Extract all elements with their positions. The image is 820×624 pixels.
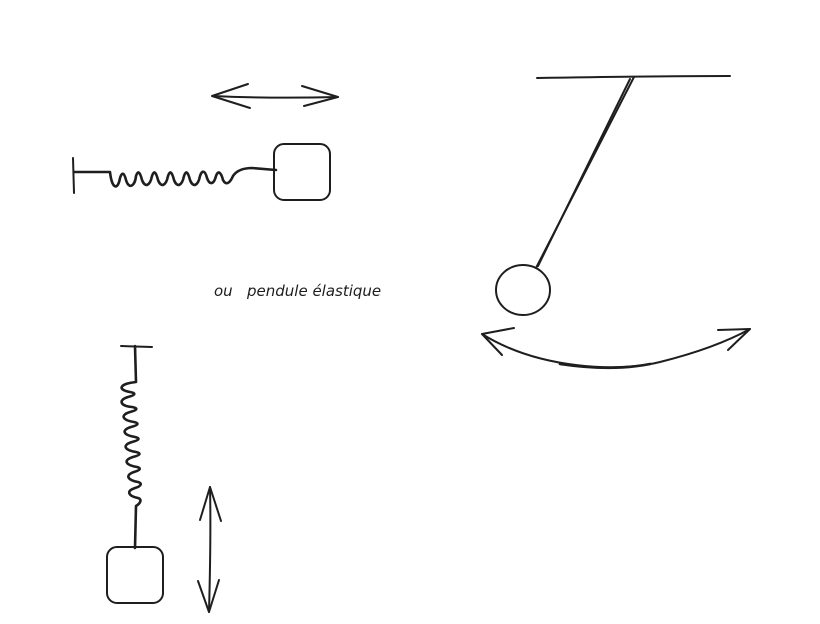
vertical-mass <box>106 546 164 604</box>
horizontal-motion-arrow <box>211 83 339 109</box>
pendulum-swing-arrow <box>481 327 751 370</box>
horizontal-wall <box>72 157 75 194</box>
vertical-spring-oscillator <box>106 344 222 613</box>
pendulum-bob <box>495 264 551 316</box>
horizontal-mass <box>273 143 331 201</box>
annotation-label: ou pendule élastique <box>214 282 381 300</box>
vertical-motion-arrow <box>197 486 222 613</box>
vertical-ceiling <box>120 345 153 348</box>
horizontal-spring <box>72 166 278 188</box>
vertical-spring <box>120 344 142 550</box>
horizontal-spring-oscillator <box>72 83 339 201</box>
simple-pendulum <box>481 75 751 370</box>
